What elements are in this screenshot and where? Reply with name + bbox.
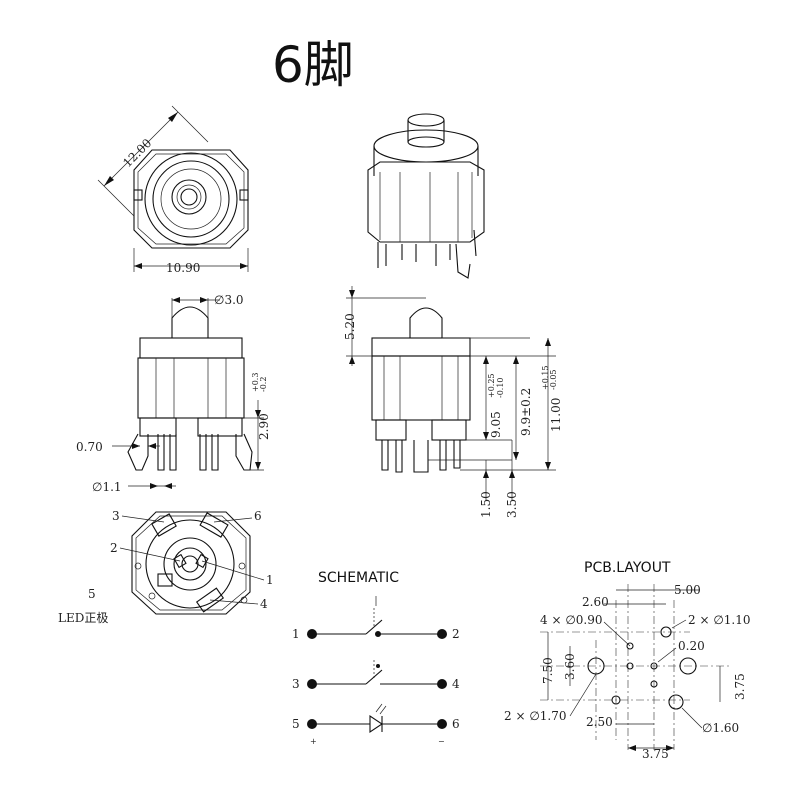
sch-pin-3: 3 bbox=[292, 677, 300, 691]
dim-pin-dia: ∅1.1 bbox=[92, 480, 122, 494]
dim-11-00: 11.00 bbox=[549, 398, 563, 432]
pcb-dim-2-60: 2.60 bbox=[582, 595, 609, 609]
dim-1-50: 1.50 bbox=[479, 491, 493, 518]
dim-pin-width: 0.70 bbox=[76, 440, 103, 454]
pcb-dim-3-75-h: 3.75 bbox=[642, 747, 669, 761]
led-anode-label: LED正极 bbox=[58, 611, 108, 625]
pcb-layout: PCB.LAYOUT 5.00 2.60 4 × ∅0.90 2 × ∅1.10 bbox=[504, 560, 751, 761]
dim-3-50: 3.50 bbox=[505, 491, 519, 518]
pin-label-2: 2 bbox=[110, 541, 118, 555]
dim-width: 10.90 bbox=[166, 261, 200, 275]
pcb-dim-0-20: 0.20 bbox=[678, 639, 705, 653]
dim-11-00-tol-dn: -0.05 bbox=[549, 369, 558, 390]
pin-label-6: 6 bbox=[254, 509, 262, 523]
page-title: 6脚 bbox=[272, 36, 354, 94]
pcb-dim-7-50: 7.50 bbox=[541, 657, 555, 684]
pcb-holes-110: 2 × ∅1.10 bbox=[688, 613, 751, 627]
sch-pin-6: 6 bbox=[452, 717, 460, 731]
dim-9-05: 9.05 bbox=[489, 411, 503, 438]
pcb-dim-3-75-v: 3.75 bbox=[733, 673, 747, 700]
pin-label-4: 4 bbox=[260, 597, 268, 611]
top-view: 12.00 10.90 bbox=[97, 105, 249, 275]
dim-9-05-tol-up: +0.25 bbox=[487, 373, 496, 398]
dim-5-20: 5.20 bbox=[343, 313, 357, 340]
iso-view bbox=[367, 113, 485, 279]
sch-pin-1: 1 bbox=[292, 627, 300, 641]
schematic-heading: SCHEMATIC bbox=[318, 570, 399, 586]
dim-9-9: 9.9±0.2 bbox=[519, 388, 533, 436]
pcb-dim-2-50: 2.50 bbox=[586, 715, 613, 729]
dim-11-00-tol-up: +0.15 bbox=[541, 365, 550, 390]
pin-label-1: 1 bbox=[266, 573, 274, 587]
sch-pin-5: 5 bbox=[292, 717, 300, 731]
dim-height-tol-up: +0.3 bbox=[251, 373, 260, 392]
pcb-holes-170: 2 × ∅1.70 bbox=[504, 709, 567, 723]
side-view: ∅3.0 2.90 +0.3 -0.2 0.70 ∅1.1 bbox=[76, 293, 271, 494]
pcb-holes-090: 4 × ∅0.90 bbox=[540, 613, 603, 627]
sch-pin-2: 2 bbox=[452, 627, 460, 641]
dim-cap-dia: ∅3.0 bbox=[214, 293, 244, 307]
pcb-heading: PCB.LAYOUT bbox=[584, 560, 671, 576]
pin-label-5: 5 bbox=[88, 587, 96, 601]
bottom-view: 3 6 2 1 5 4 LED正极 bbox=[58, 509, 274, 625]
elevation-view: 5.20 9.05 +0.25 -0.10 9.9±0.2 11.00 +0.1… bbox=[343, 286, 563, 518]
schematic: SCHEMATIC 1 3 5 2 4 6 + − bbox=[292, 570, 460, 746]
sch-minus: − bbox=[438, 737, 445, 746]
pcb-dim-5-00: 5.00 bbox=[674, 583, 701, 597]
sch-pin-4: 4 bbox=[452, 677, 460, 691]
pcb-hole-160: ∅1.60 bbox=[702, 721, 739, 735]
pcb-dim-3-60: 3.60 bbox=[563, 653, 577, 680]
pin-label-3: 3 bbox=[112, 509, 120, 523]
dim-9-05-tol-dn: -0.10 bbox=[496, 377, 505, 398]
sch-plus: + bbox=[310, 737, 317, 746]
dim-height-tol-dn: -0.2 bbox=[259, 377, 268, 392]
dim-height-2-90: 2.90 bbox=[257, 413, 271, 440]
